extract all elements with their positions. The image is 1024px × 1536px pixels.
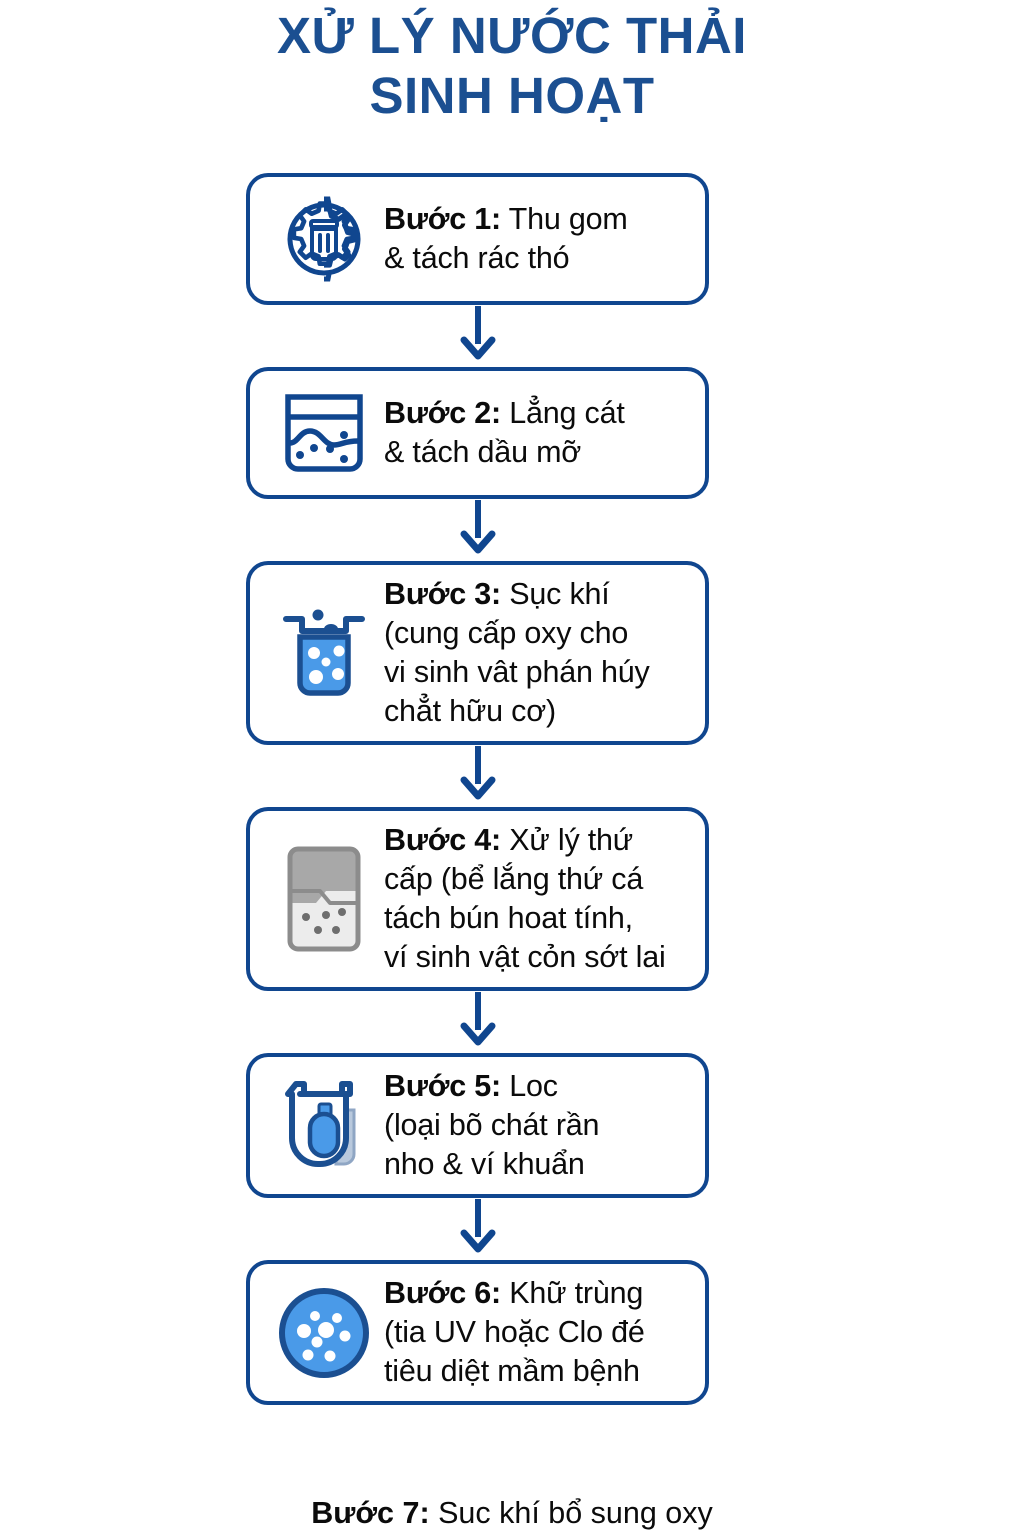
step-label-3: Bước 3: [384,577,501,611]
step-line-3: tiêu diệt mầm bệnh [384,1354,640,1388]
step-text-1: Bước 1: Thu gom & tách rác thó [384,200,699,278]
step-line1-rest-7: Suc khí bổ sung oxy [429,1496,713,1530]
step-line1-rest-2: Lẳng cát [500,396,625,430]
arrow-down-icon [246,1198,709,1260]
step-card-2[interactable]: Bước 2: Lẳng cát & tách dầu mỡ [246,367,709,499]
step-line-2: & tách dầu mỡ [384,435,582,469]
step-card-3[interactable]: Bước 3: Sục khí (cung cấp oxy cho vi sin… [246,561,709,745]
step-label-2: Bước 2: [384,396,501,430]
step-label-6: Bước 6: [384,1276,501,1310]
secondary-clarifier-icon [272,846,376,952]
step-text-4: Bước 4: Xử lý thứ cấp (bể lắng thứ cá tá… [384,821,699,977]
step-line-2: cấp (bể lắng thứ cá [384,862,644,896]
step-line1-rest-4: Xử lý thứ [500,823,634,857]
step-label-1: Bước 1: [384,202,501,236]
step-label-4: Bước 4: [384,823,501,857]
page-title-line-1: XỬ LÝ NƯỚC THẢI [277,7,747,64]
step-card-1[interactable]: Bước 1: Thu gom & tách rác thó [246,173,709,305]
disinfection-icon [272,1281,376,1385]
arrow-down-icon [246,499,709,561]
page-title-line-2: SINH HOẠT [369,67,655,124]
step-line1-rest-6: Khữ trùng [500,1276,644,1310]
step-line-3: tách bún hoat tính, [384,901,633,935]
step-line-2: (loại bõ chát rần [384,1108,600,1142]
step-line-3: vi sinh vât phán húy [384,655,650,689]
step-line-1: Bước 2: Lẳng cát [384,394,699,433]
step-line1-rest-5: Loc [500,1069,558,1103]
step-text-7: Bước 7: Suc khí bổ sung oxy [0,1493,1024,1533]
arrow-down-icon [246,991,709,1053]
step-line-1: Bước 6: Khữ trùng [384,1274,699,1313]
step-line-4: chẳt hữu cơ) [384,694,556,728]
step-line-4: ví sinh vật cỏn sớt lai [384,940,666,974]
arrow-down-icon [246,745,709,807]
gear-trash-icon [272,187,376,291]
step-line-1: Bước 5: Loc [384,1067,699,1106]
arrow-down-icon [246,305,709,367]
page-title: XỬ LÝ NƯỚC THẢI SINH HOẠT [0,6,1024,126]
step-text-2: Bước 2: Lẳng cát & tách dầu mỡ [384,394,699,472]
step-line-3: nho & ví khuẩn [384,1147,585,1181]
filter-icon [272,1074,376,1178]
step-line-1: Bước 1: Thu gom [384,200,699,239]
step-line-2: & tách rác thó [384,241,570,275]
sedimentation-tank-icon [272,381,376,485]
step-text-5: Bước 5: Loc (loại bõ chát rần nho & ví k… [384,1067,699,1184]
step-card-5[interactable]: Bước 5: Loc (loại bõ chát rần nho & ví k… [246,1053,709,1198]
step-line-2: (tia UV hoặc Clo đé [384,1315,645,1349]
step-line-2: (cung cấp oxy cho [384,616,629,650]
process-flow: Bước 1: Thu gom & tách rác thó [246,173,846,1405]
step-label-5: Bước 5: [384,1069,501,1103]
step-card-4[interactable]: Bước 4: Xử lý thứ cấp (bể lắng thứ cá tá… [246,807,709,991]
step-text-3: Bước 3: Sục khí (cung cấp oxy cho vi sin… [384,575,699,731]
aeration-tank-icon [272,601,376,705]
step-text-6: Bước 6: Khữ trùng (tia UV hoặc Clo đé ti… [384,1274,699,1391]
step-card-6[interactable]: Bước 6: Khữ trùng (tia UV hoặc Clo đé ti… [246,1260,709,1405]
step-line-1: Bước 4: Xử lý thứ [384,821,699,860]
step-line1-rest-1: Thu gom [500,202,628,236]
step-line-1: Bước 3: Sục khí [384,575,699,614]
step-line1-rest-3: Sục khí [500,577,610,611]
step-label-7: Bước 7: [311,1496,430,1530]
